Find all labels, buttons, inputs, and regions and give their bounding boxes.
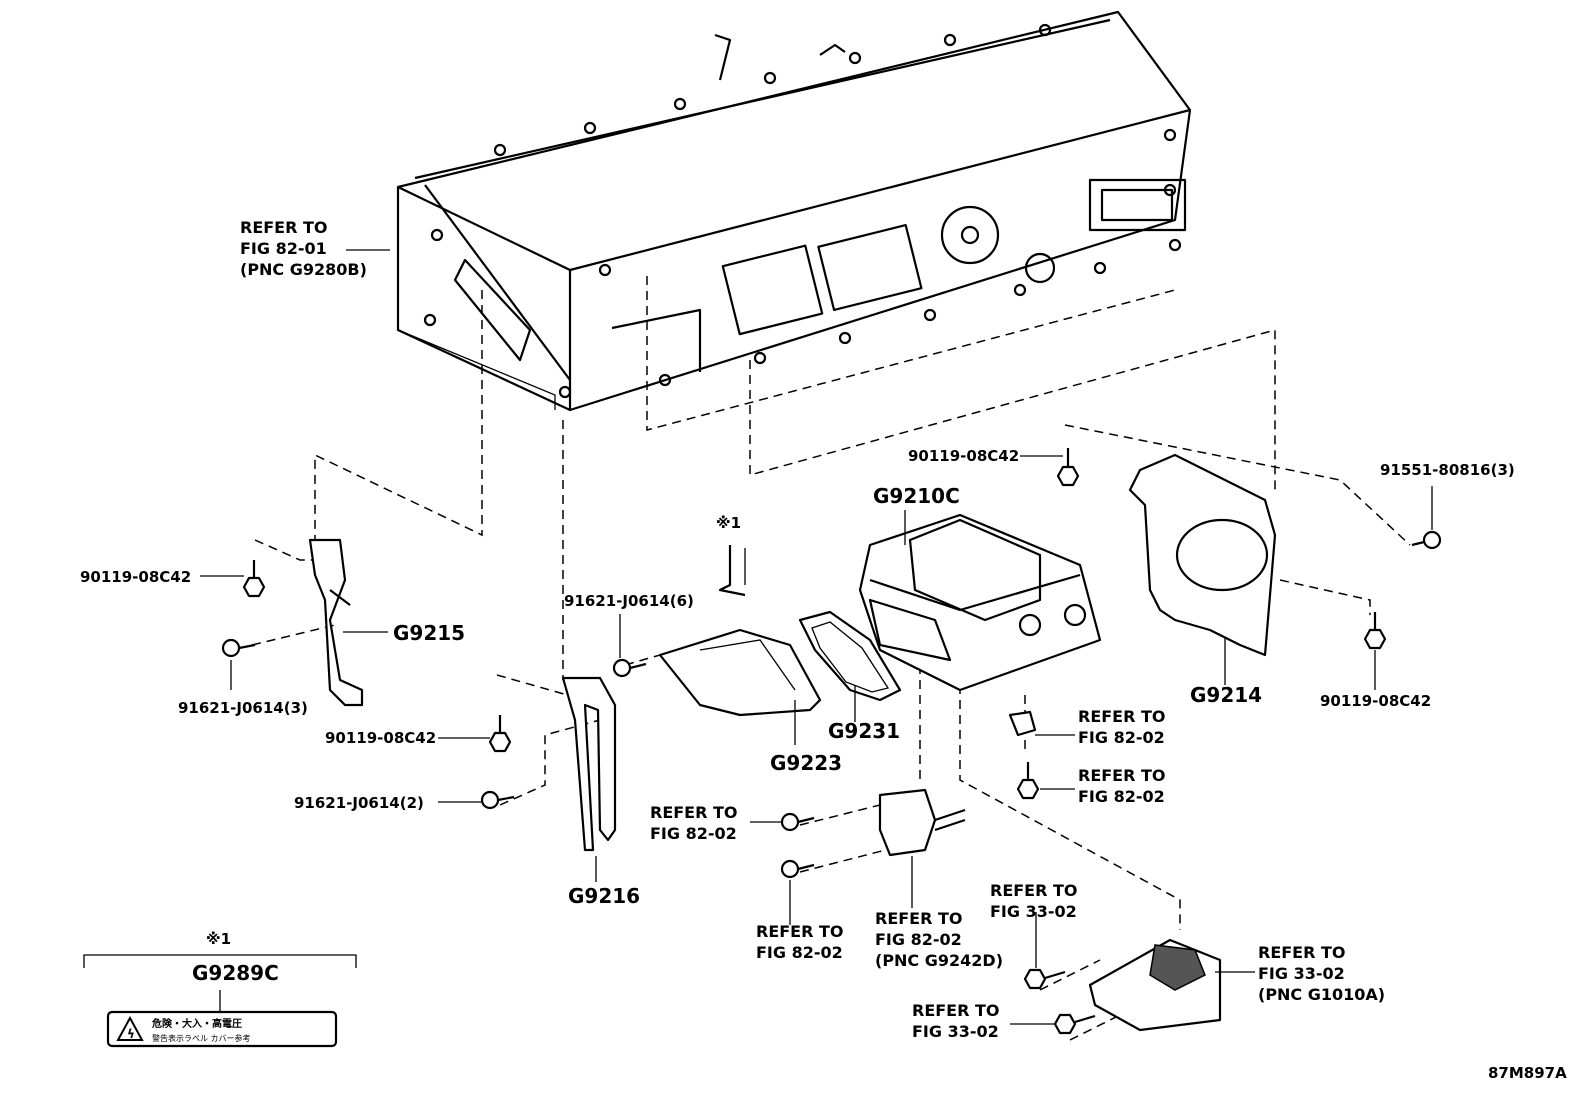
part-label-g9231: G9231 [828,719,900,743]
inverter-housing [396,10,1192,412]
fastener-90119-top: 90119-08C42 [908,447,1019,465]
caution-text-line1: 危険・大入・高電圧 [152,1017,242,1030]
refer-d-line2: FIG 82-02 [756,943,843,962]
fastener-91621-6: 91621-J0614(6) [564,592,694,610]
cover-g9223 [658,628,822,717]
fastener-91621-2: 91621-J0614(2) [294,794,424,812]
part-label-g9215: G9215 [393,621,465,645]
warning-bolt-icon: ϟ [127,1027,135,1041]
refer-fig-82-01-line2: FIG 82-01 [240,239,327,258]
leader-lines [200,249,1433,1025]
fastener-90119-mid: 90119-08C42 [325,729,436,747]
refer-h-line1: REFER TO [912,1001,1000,1020]
refer-fig-82-01-line1: REFER TO [240,218,328,237]
refer-c-line1: REFER TO [650,803,738,822]
refer-g-line1: REFER TO [1258,943,1346,962]
refer-c-line2: FIG 82-02 [650,824,737,843]
refer-e-line1: REFER TO [875,909,963,928]
label-part [718,545,746,597]
bracket-g9215 [308,538,364,707]
refer-b-line2: FIG 82-02 [1078,787,1165,806]
caution-label-inset: ※1 G9289C ϟ 危険・大入・高電圧 警告表示ラベル カバー参考 [83,930,357,1048]
refer-g-pnc: (PNC G1010A) [1258,985,1385,1004]
fastener-91621-3: 91621-J0614(3) [178,699,308,717]
small-clip [1008,710,1037,737]
connector-assembly [878,788,966,857]
warning-triangle-icon [116,1015,144,1041]
refer-b-line1: REFER TO [1078,766,1166,785]
bracket-g9216 [561,676,617,852]
refer-g-line2: FIG 33-02 [1258,964,1345,983]
fastener-90119-left: 90119-08C42 [80,568,191,586]
refer-a-line2: FIG 82-02 [1078,728,1165,747]
refer-d-line1: REFER TO [756,922,844,941]
refer-f-line2: FIG 33-02 [990,902,1077,921]
housing-bolts [423,23,1182,399]
caution-text-line2: 警告表示ラベル カバー参考 [152,1033,251,1043]
part-label-g9216: G9216 [568,884,640,908]
fastener-90119-right: 90119-08C42 [1320,692,1431,710]
refer-a-line1: REFER TO [1078,707,1166,726]
refer-fig-82-01-pnc: (PNC G9280B) [240,260,367,279]
note-mark-1-inset: ※1 [206,930,231,948]
caution-sticker [106,1010,338,1048]
refer-e-line2: FIG 82-02 [875,930,962,949]
gasket-g9231 [798,610,902,702]
figure-code: 87M897A [1488,1064,1567,1082]
refer-h-line2: FIG 33-02 [912,1022,999,1041]
part-label-g9289c: G9289C [192,961,279,985]
fastener-91551: 91551-80816(3) [1380,461,1515,479]
part-label-g9223: G9223 [770,751,842,775]
refer-e-pnc: (PNC G9242D) [875,951,1003,970]
engine-mount [1088,938,1222,1032]
part-label-g9214: G9214 [1190,683,1262,707]
part-label-g9210c: G9210C [873,484,960,508]
note-mark-1: ※1 [716,514,741,532]
inverter-assembly-g9210c [858,513,1102,692]
refer-f-line1: REFER TO [990,881,1078,900]
bolt-icon [221,448,1442,1035]
plate-g9214 [1128,453,1277,657]
